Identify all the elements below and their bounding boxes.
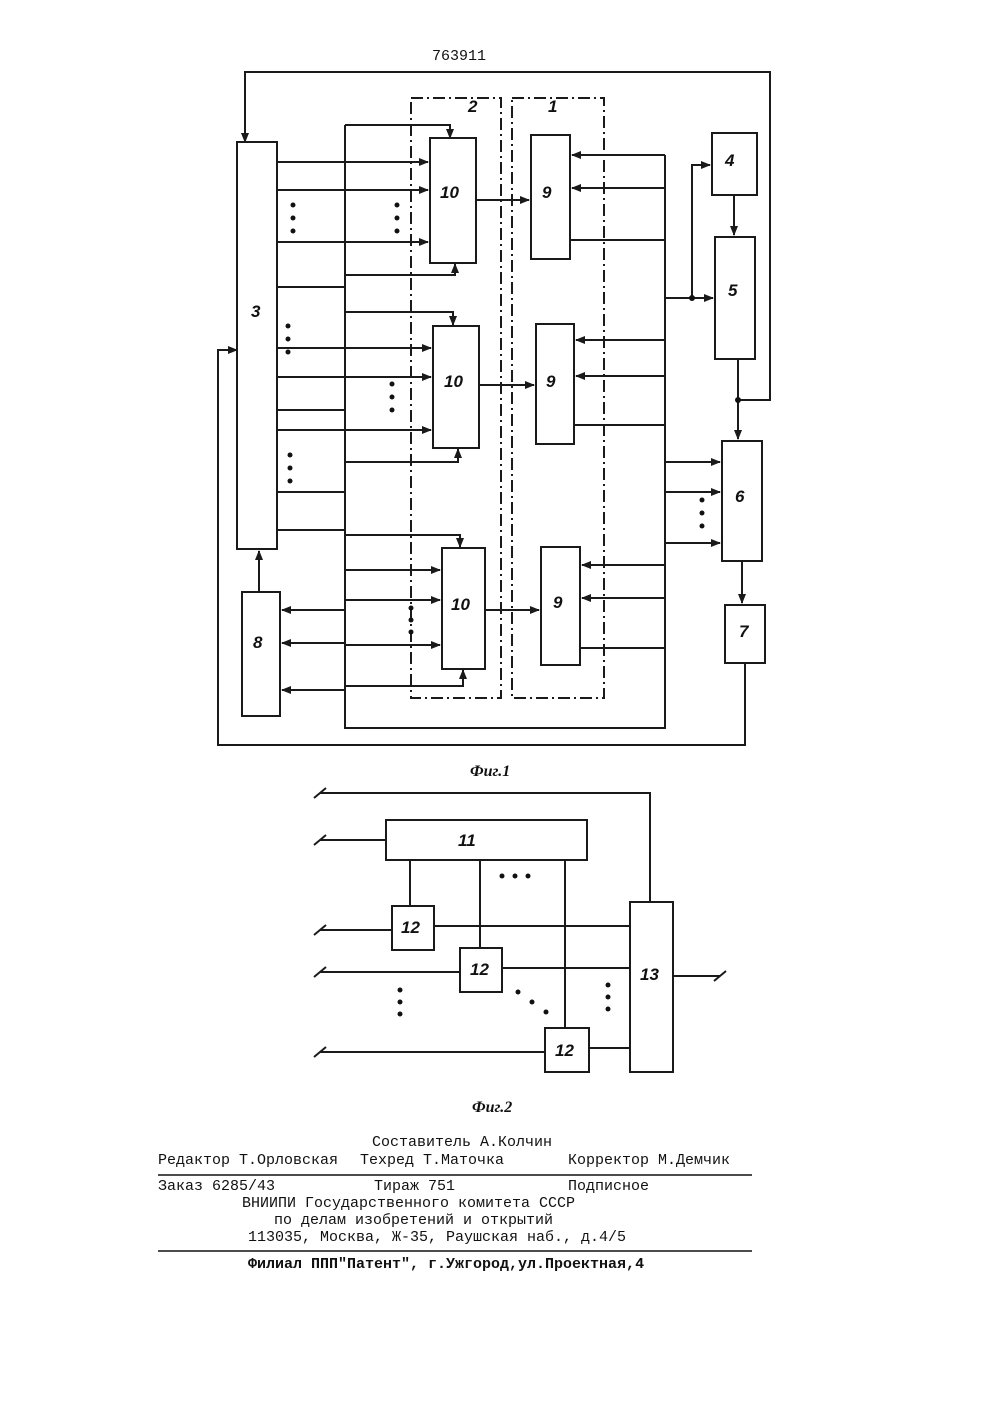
row3-dots — [409, 606, 414, 635]
block-10-row3-label: 10 — [451, 595, 470, 614]
techred-line: Техред Т.Маточка — [360, 1152, 504, 1169]
region-2-label: 2 — [467, 97, 478, 116]
corrector-line: Корректор М.Демчик — [568, 1152, 730, 1169]
figure-2-caption: Фиг.2 — [472, 1099, 512, 1116]
block-12-b-label: 12 — [470, 960, 489, 979]
order-line: Заказ 6285/43 — [158, 1178, 275, 1195]
block-3-label: 3 — [251, 302, 261, 321]
block-8-label: 8 — [253, 633, 263, 652]
region-1-label: 1 — [548, 97, 557, 116]
colophon: Составитель А.Колчин Редактор Т.Орловска… — [158, 1134, 752, 1273]
org-line-3: 113035, Москва, Ж-35, Раушская наб., д.4… — [248, 1229, 626, 1246]
row2-bottom-in — [345, 449, 458, 462]
bus-to-6-dots — [700, 498, 705, 529]
block-13-label: 13 — [640, 965, 659, 984]
branch-line: Филиал ППП"Патент", г.Ужгород,ул.Проектн… — [248, 1256, 644, 1273]
row1-top-in — [345, 125, 450, 138]
junction-5-out — [735, 397, 741, 403]
junction-4-5 — [689, 295, 695, 301]
row1-bottom-in — [345, 264, 455, 275]
block-9-row3-label: 9 — [553, 593, 563, 612]
composer-line: Составитель А.Колчин — [372, 1134, 552, 1151]
block-8 — [242, 592, 280, 716]
circulation-line: Тираж 751 — [374, 1178, 455, 1195]
block-11 — [386, 820, 587, 860]
block-12-c-label: 12 — [555, 1041, 574, 1060]
block-10-row1-label: 10 — [440, 183, 459, 202]
figure-1-caption: Фиг.1 — [470, 763, 510, 780]
patent-number: 763911 — [432, 48, 486, 65]
bus-outer — [345, 125, 665, 728]
row3-bottom-in — [345, 670, 463, 686]
block-5-label: 5 — [728, 281, 738, 300]
block-11-label: 11 — [458, 831, 476, 850]
block-9-row2-label: 9 — [546, 372, 556, 391]
block-6-label: 6 — [735, 487, 745, 506]
row2-top-in — [345, 312, 453, 325]
figure-1: 2 1 3 8 10 9 10 — [218, 72, 770, 780]
block-7-label: 7 — [739, 622, 750, 641]
block-4 — [712, 133, 757, 195]
block-10-row2-label: 10 — [444, 372, 463, 391]
org-line-2: по делам изобретений и открытий — [274, 1212, 553, 1229]
block-4-label: 4 — [724, 151, 735, 170]
block-3 — [237, 142, 277, 549]
bus-to-4 — [692, 165, 710, 298]
row3-top-in — [345, 535, 460, 547]
block-9-row1-label: 9 — [542, 183, 552, 202]
subscription-line: Подписное — [568, 1178, 649, 1195]
editor-line: Редактор Т.Орловская — [158, 1152, 338, 1169]
figure-2: 11 13 12 12 12 — [314, 788, 726, 1116]
org-line-1: ВНИИПИ Государственного комитета СССР — [242, 1195, 575, 1212]
block-12-a-label: 12 — [401, 918, 420, 937]
block-13 — [630, 902, 673, 1072]
